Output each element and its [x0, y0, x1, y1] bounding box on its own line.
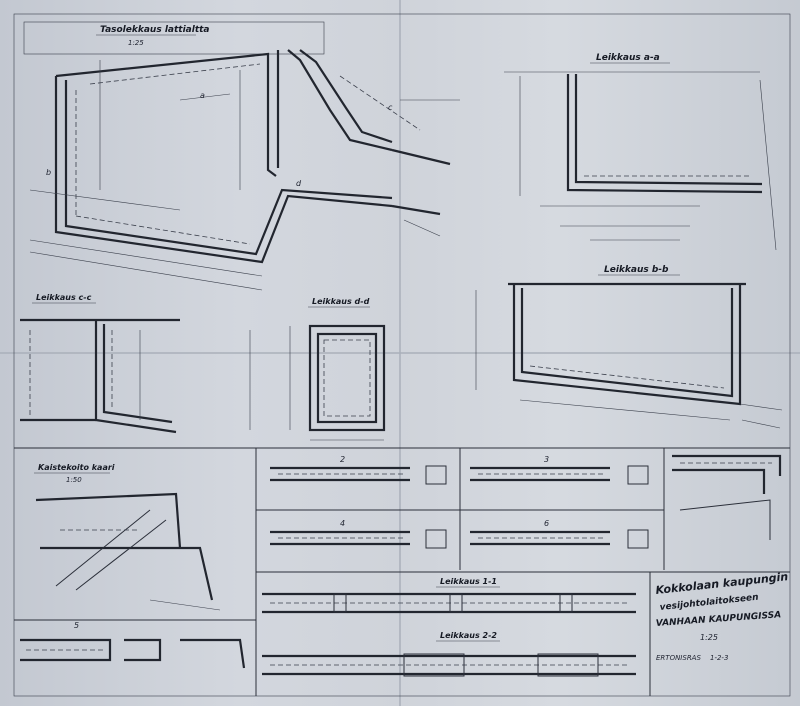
section-1-view: Leikkaus 1-1 [262, 577, 636, 614]
detail-left-diag-2 [75, 519, 167, 591]
sheet-border [13, 13, 791, 697]
plan-top-slab [23, 21, 325, 55]
section-c-view: Leikkaus c-c [20, 293, 180, 434]
detail-5b-outline [124, 638, 162, 662]
plan-mark-b: b [46, 168, 51, 177]
title-sheet-number: 1-2-3 [710, 654, 728, 662]
detail-right-view [672, 454, 782, 540]
panel-number-3: 3 [544, 455, 549, 464]
section-d-outline [308, 324, 386, 432]
detail-5c-outline [180, 638, 246, 669]
detail-left-base [40, 546, 214, 601]
panel-4: 4 [270, 519, 447, 549]
plan-title: Tasolekkaus lattialtta [100, 25, 210, 35]
plan-leader-4 [403, 219, 441, 237]
plan-dim-1 [29, 239, 263, 277]
section-d-rebar [323, 339, 371, 417]
plan-wall-ext-2 [391, 204, 441, 216]
section-a-view: Leikkaus a-a [504, 53, 777, 251]
plan-dim-2 [29, 251, 263, 291]
detail-right-mid [672, 468, 766, 494]
panel-3-detail [627, 465, 649, 485]
section-a-title: Leikkaus a-a [596, 53, 660, 63]
panel-number-6: 6 [544, 519, 549, 528]
section-2-title: Leikkaus 2-2 [440, 631, 497, 640]
plan-mark-a: a [200, 91, 205, 100]
section-b-inner [520, 288, 734, 398]
panel-6: 6 [470, 519, 649, 549]
panel-number-5: 5 [74, 621, 79, 630]
section-a-inner [574, 74, 763, 186]
detail-left-scale: 1:50 [66, 476, 82, 484]
plan-rebar-4 [339, 75, 421, 131]
plan-rebar-2 [75, 215, 251, 245]
plan-dim-3 [29, 189, 181, 211]
title-line-3: VANHAAN KAUPUNGISSA [656, 610, 782, 629]
plan-view: Tasolekkaus lattialtta 1:25 a b c d [23, 21, 460, 291]
plan-top-wall [55, 52, 277, 177]
section-d-inner [316, 332, 378, 424]
detail-5-view: 5 [20, 621, 246, 669]
detail-left-outline [35, 492, 182, 549]
section-1-post-2 [449, 593, 463, 613]
section-c-title: Leikkaus c-c [36, 293, 92, 302]
section-b-dim-1 [519, 399, 731, 421]
section-d-view: Leikkaus d-d [249, 297, 386, 441]
detail-left-title: Kaistekoito kaari [38, 463, 115, 472]
section-b-view: Leikkaus b-b [475, 265, 783, 429]
plan-inner-wall [64, 80, 393, 256]
section-a-side-note [759, 79, 777, 251]
section-2-box-2 [537, 653, 599, 677]
panel-number-4: 4 [340, 519, 345, 528]
section-a-outline [566, 74, 763, 194]
title-line-1: Kokkolaan kaupungin [655, 570, 789, 597]
detail-right-lower [679, 499, 771, 540]
plan-rebar-3 [89, 63, 261, 85]
plan-wall-ext-1 [391, 148, 451, 166]
title-line-2: vesijohtolaitokseen [659, 593, 759, 613]
section-b-rebar [529, 365, 725, 389]
section-d-title: Leikkaus d-d [312, 297, 370, 306]
title-sheet-label: ERTONISRAS [656, 654, 701, 662]
plan-mark-c: c [388, 103, 393, 112]
plan-mark-d: d [296, 179, 302, 188]
panel-number-2: 2 [340, 455, 345, 464]
section-b-outline [512, 284, 742, 406]
title-block: Kokkolaan kaupungin vesijohtolaitokseen … [655, 570, 789, 662]
section-1-post-1 [333, 593, 347, 613]
plan-scale: 1:25 [128, 39, 144, 47]
panel-2: 2 [270, 455, 447, 485]
detail-right-top [672, 454, 782, 476]
section-1-title: Leikkaus 1-1 [440, 577, 497, 586]
plan-section-mark-a [179, 93, 231, 101]
panel-3: 3 [470, 455, 649, 485]
detail-left-diag-1 [55, 509, 151, 587]
detail-left-view: Kaistekoito kaari 1:50 [34, 463, 221, 611]
section-2-box-1 [403, 653, 465, 677]
section-1-post-3 [559, 593, 573, 613]
section-b-title: Leikkaus b-b [604, 265, 669, 275]
section-2-view: Leikkaus 2-2 [262, 631, 636, 677]
panel-4-detail [425, 529, 447, 549]
detail-5-outline [20, 638, 112, 662]
panel-2-detail [425, 465, 447, 485]
section-c-outline [94, 320, 177, 434]
title-scale: 1:25 [700, 633, 718, 642]
panel-6-detail [627, 529, 649, 549]
plan-diagonal-wall [287, 49, 393, 152]
section-c-inner [102, 324, 173, 424]
section-b-dim-2 [739, 403, 783, 411]
detail-left-dim [149, 599, 221, 611]
plan-diagonal-wall-2 [299, 49, 393, 144]
plan-outer-wall [54, 76, 393, 264]
section-b-dim-3 [741, 419, 781, 429]
